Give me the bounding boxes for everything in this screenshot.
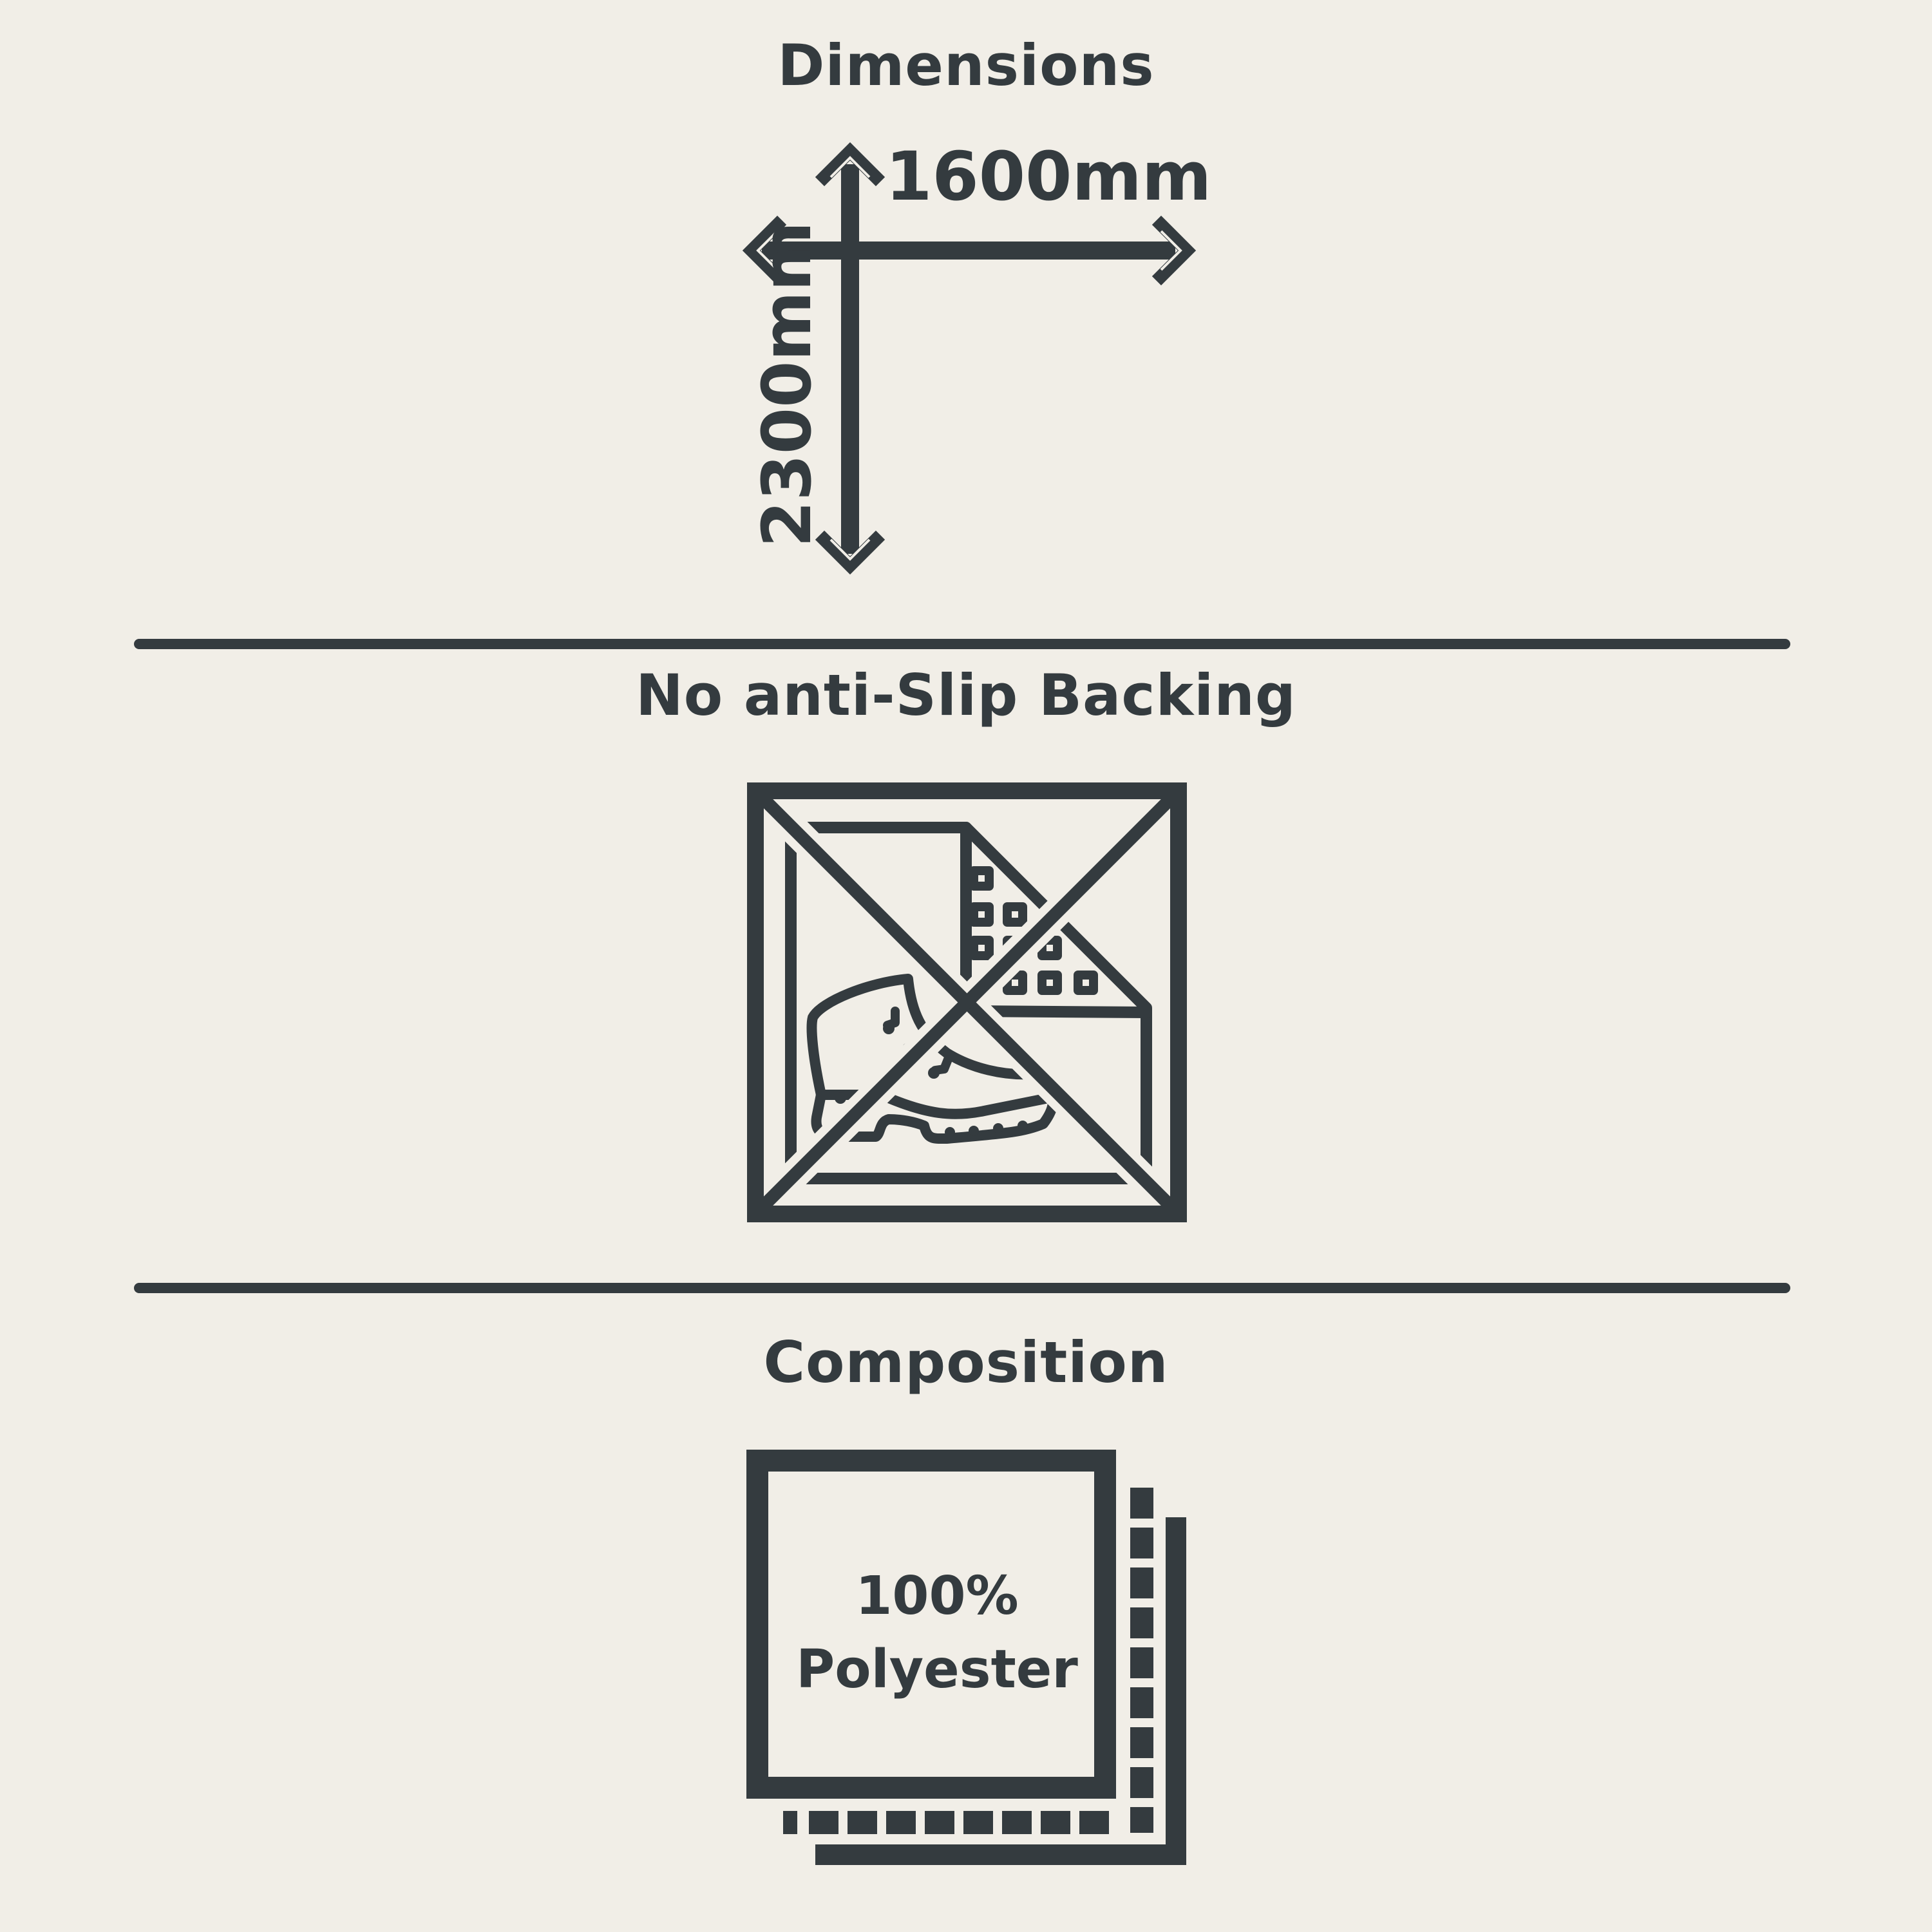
composition-material: Polyester	[796, 1639, 1078, 1700]
backing-title: No anti-Slip Backing	[636, 662, 1296, 728]
dimensions-title: Dimensions	[777, 32, 1155, 99]
width-label: 1600mm	[886, 137, 1211, 216]
composition-percent: 100%	[855, 1566, 1019, 1627]
section-divider	[134, 1283, 1790, 1293]
composition-title: Composition	[763, 1329, 1169, 1396]
height-label: 2300mm	[748, 222, 826, 547]
section-divider	[134, 639, 1790, 649]
